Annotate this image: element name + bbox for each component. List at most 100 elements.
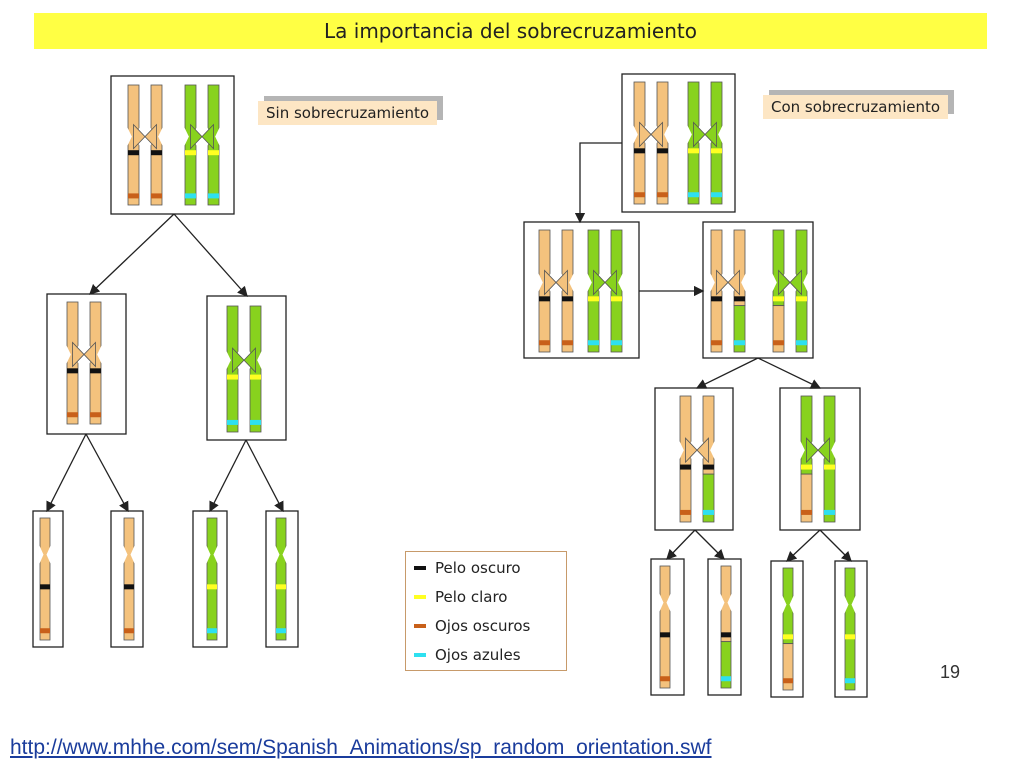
centromere-notch bbox=[659, 592, 664, 613]
hair-gene-band bbox=[128, 150, 139, 156]
eye-gene-band bbox=[539, 340, 550, 346]
chromosome bbox=[66, 301, 102, 425]
chromatid bbox=[782, 567, 794, 691]
eye-gene-band bbox=[773, 340, 784, 346]
chromosome bbox=[710, 229, 746, 353]
centromere-notch bbox=[800, 440, 805, 461]
chromatid-segment bbox=[800, 473, 813, 523]
eye-gene-band bbox=[562, 340, 573, 346]
arrow bbox=[786, 529, 821, 562]
hair-gene-band bbox=[796, 296, 807, 302]
centromere-cross bbox=[716, 269, 740, 296]
hair-gene-band bbox=[680, 464, 691, 470]
hair-gene-band bbox=[67, 368, 78, 374]
hair-gene-band bbox=[703, 464, 714, 470]
hair-gene-band bbox=[207, 584, 217, 590]
chromatid-segment bbox=[702, 473, 715, 523]
arrow bbox=[173, 213, 248, 297]
eye-gene-band bbox=[67, 412, 78, 418]
eye-gene-band bbox=[845, 678, 855, 684]
hair-gene-band bbox=[657, 148, 668, 154]
hair-gene-band bbox=[40, 584, 50, 590]
chromatid-segment bbox=[275, 517, 287, 641]
hair-gene-band bbox=[773, 296, 784, 302]
chromosome bbox=[800, 395, 836, 523]
hair-gene-band bbox=[276, 584, 286, 590]
centromere-notch bbox=[727, 592, 732, 613]
chromatid-segment bbox=[772, 305, 785, 353]
centromere-cross bbox=[778, 269, 802, 296]
centromere-notch bbox=[666, 592, 671, 613]
eye-gene-band bbox=[824, 509, 835, 515]
hair-gene-band bbox=[721, 632, 731, 638]
hair-gene-band bbox=[539, 296, 550, 302]
chromosome bbox=[679, 395, 715, 523]
chromosome bbox=[275, 517, 287, 641]
centromere-notch bbox=[803, 272, 808, 293]
eye-gene-band bbox=[660, 676, 670, 682]
centromere-notch bbox=[226, 350, 231, 371]
legend-item-dark-hair: Pelo oscuro bbox=[414, 558, 521, 578]
centromere-cross bbox=[232, 347, 256, 374]
centromere-notch bbox=[687, 124, 692, 145]
hair-gene-band bbox=[227, 374, 238, 380]
centromere-cross bbox=[593, 269, 617, 296]
cell-box bbox=[46, 293, 127, 435]
eye-gene-band bbox=[185, 193, 196, 199]
centromere-cross bbox=[806, 437, 830, 464]
centromere-notch bbox=[213, 544, 218, 565]
eye-gene-band bbox=[796, 340, 807, 346]
legend-label: Pelo claro bbox=[435, 588, 508, 606]
hair-gene-band bbox=[783, 634, 793, 640]
centromere-notch bbox=[679, 440, 684, 461]
eye-gene-band bbox=[783, 678, 793, 684]
eye-gene-band bbox=[688, 192, 699, 198]
centromere-cross bbox=[190, 123, 214, 150]
chromosome bbox=[687, 81, 723, 205]
chromosome bbox=[226, 305, 262, 433]
arrow bbox=[694, 529, 725, 560]
eye-gene-band bbox=[588, 340, 599, 346]
legend-item-dark-eyes: Ojos oscuros bbox=[414, 616, 530, 636]
centromere-notch bbox=[772, 272, 777, 293]
chromosome bbox=[39, 517, 51, 641]
centromere-notch bbox=[46, 544, 51, 565]
chromatid bbox=[123, 517, 135, 641]
legend: Pelo oscuro Pelo claro Ojos oscuros Ojos… bbox=[405, 551, 567, 671]
arrow bbox=[666, 529, 696, 560]
hair-gene-band bbox=[250, 374, 261, 380]
hair-gene-band bbox=[185, 150, 196, 156]
hair-gene-band bbox=[208, 150, 219, 156]
centromere-cross bbox=[685, 437, 709, 464]
blue-eyes-swatch bbox=[414, 653, 426, 657]
eye-gene-band bbox=[276, 628, 286, 634]
label-without-crossover: Sin sobrecruzamiento bbox=[258, 101, 438, 125]
chromosome bbox=[659, 565, 671, 689]
centromere-cross bbox=[544, 269, 568, 296]
eye-gene-band bbox=[734, 340, 745, 346]
centromere-notch bbox=[710, 440, 715, 461]
eye-gene-band bbox=[250, 419, 261, 425]
eye-gene-band bbox=[227, 419, 238, 425]
centromere-notch bbox=[206, 544, 211, 565]
chromosome bbox=[538, 229, 574, 353]
hair-gene-band bbox=[151, 150, 162, 156]
chromosome bbox=[844, 567, 856, 691]
chromatid-segment bbox=[123, 517, 135, 641]
centromere-notch bbox=[710, 272, 715, 293]
arrow bbox=[46, 433, 87, 513]
source-link[interactable]: http://www.mhhe.com/sem/Spanish_Animatio… bbox=[10, 736, 712, 759]
chromosome bbox=[720, 565, 732, 689]
legend-label: Pelo oscuro bbox=[435, 559, 521, 577]
hair-gene-band bbox=[562, 296, 573, 302]
legend-item-blue-eyes: Ojos azules bbox=[414, 645, 521, 665]
dark-hair-swatch bbox=[414, 566, 426, 570]
centromere-notch bbox=[158, 126, 163, 147]
chromatid-segment bbox=[782, 643, 794, 691]
eye-gene-band bbox=[208, 193, 219, 199]
chromatid-segment bbox=[206, 517, 218, 641]
eye-gene-band bbox=[711, 192, 722, 198]
centromere-notch bbox=[831, 440, 836, 461]
chromatid bbox=[720, 565, 732, 689]
light-hair-swatch bbox=[414, 595, 426, 599]
